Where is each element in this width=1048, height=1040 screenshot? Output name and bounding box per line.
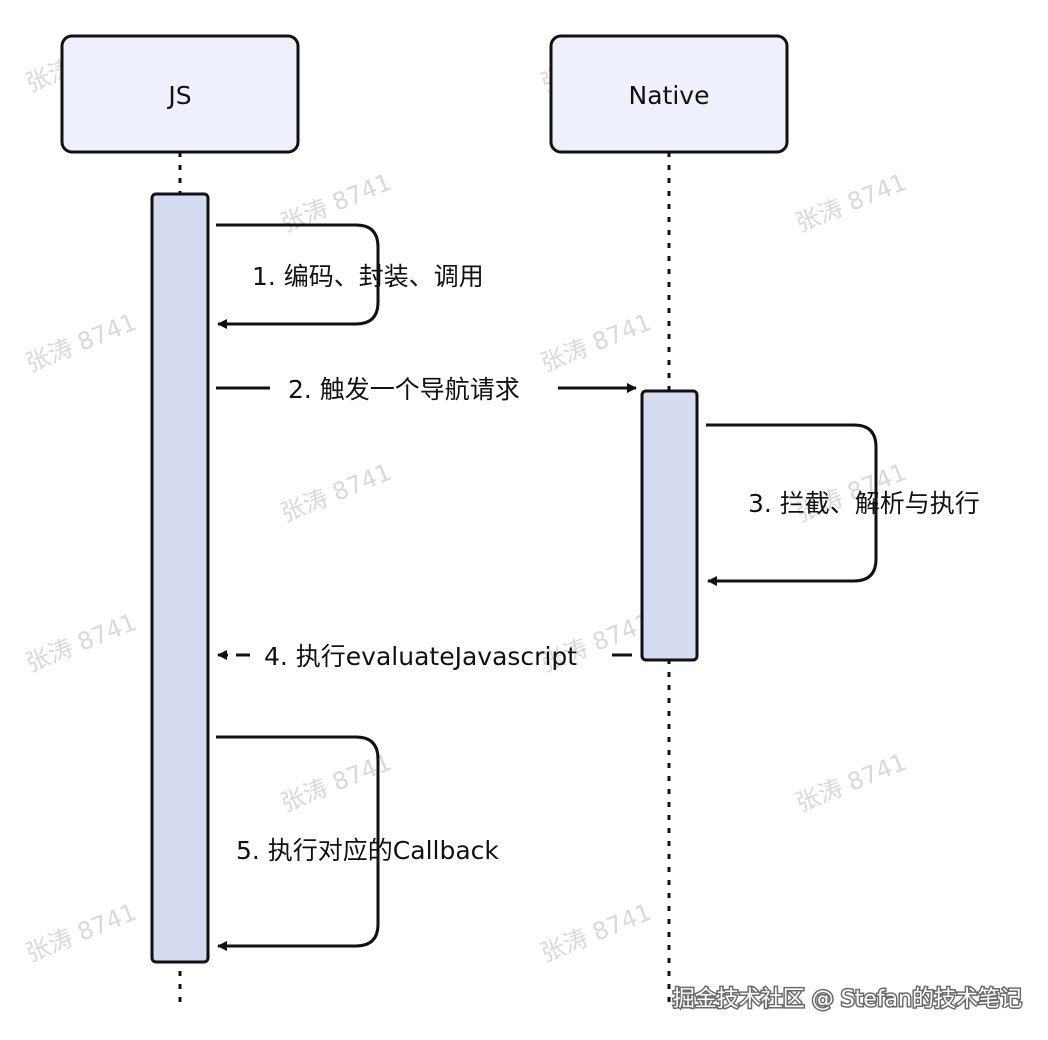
native-actor-label: Native bbox=[629, 81, 710, 110]
watermark: 张涛 8741 bbox=[22, 608, 141, 678]
message-5: 5. 执行对应的Callback bbox=[216, 735, 499, 951]
native-activation-bar bbox=[640, 389, 699, 662]
watermark: 张涛 8741 bbox=[792, 748, 911, 818]
message-label: 5. 执行对应的Callback bbox=[236, 836, 499, 865]
watermark: 张涛 8741 bbox=[537, 898, 656, 968]
watermark: 张涛 8741 bbox=[277, 168, 396, 238]
self-call-arrow bbox=[216, 223, 380, 329]
message-label: 3. 拦截、解析与执行 bbox=[748, 489, 980, 518]
watermark: 张涛 8741 bbox=[792, 168, 911, 238]
self-call-arrow bbox=[706, 423, 878, 586]
message-4: 4. 执行evaluateJavascript bbox=[217, 642, 632, 671]
native-actor-box: Native bbox=[549, 34, 789, 154]
js-activation-bar bbox=[150, 192, 210, 964]
message-label: 1. 编码、封装、调用 bbox=[252, 262, 484, 291]
message-2: 2. 触发一个导航请求 bbox=[216, 375, 637, 404]
watermark: 张涛 8741 bbox=[277, 458, 396, 528]
message-1: 1. 编码、封装、调用 bbox=[216, 223, 484, 329]
message-label: 2. 触发一个导航请求 bbox=[288, 375, 520, 404]
watermark: 张涛 8741 bbox=[537, 308, 656, 378]
message-label: 4. 执行evaluateJavascript bbox=[264, 642, 577, 671]
message-3: 3. 拦截、解析与执行 bbox=[706, 423, 980, 586]
watermark: 张涛 8741 bbox=[22, 898, 141, 968]
watermark: 张涛 8741 bbox=[22, 308, 141, 378]
js-actor-box: JS bbox=[60, 34, 300, 154]
footer-caption: 掘金技术社区 @ Stefan的技术笔记 bbox=[673, 987, 1022, 1012]
js-actor-label: JS bbox=[166, 81, 191, 110]
self-call-arrow bbox=[216, 735, 380, 951]
